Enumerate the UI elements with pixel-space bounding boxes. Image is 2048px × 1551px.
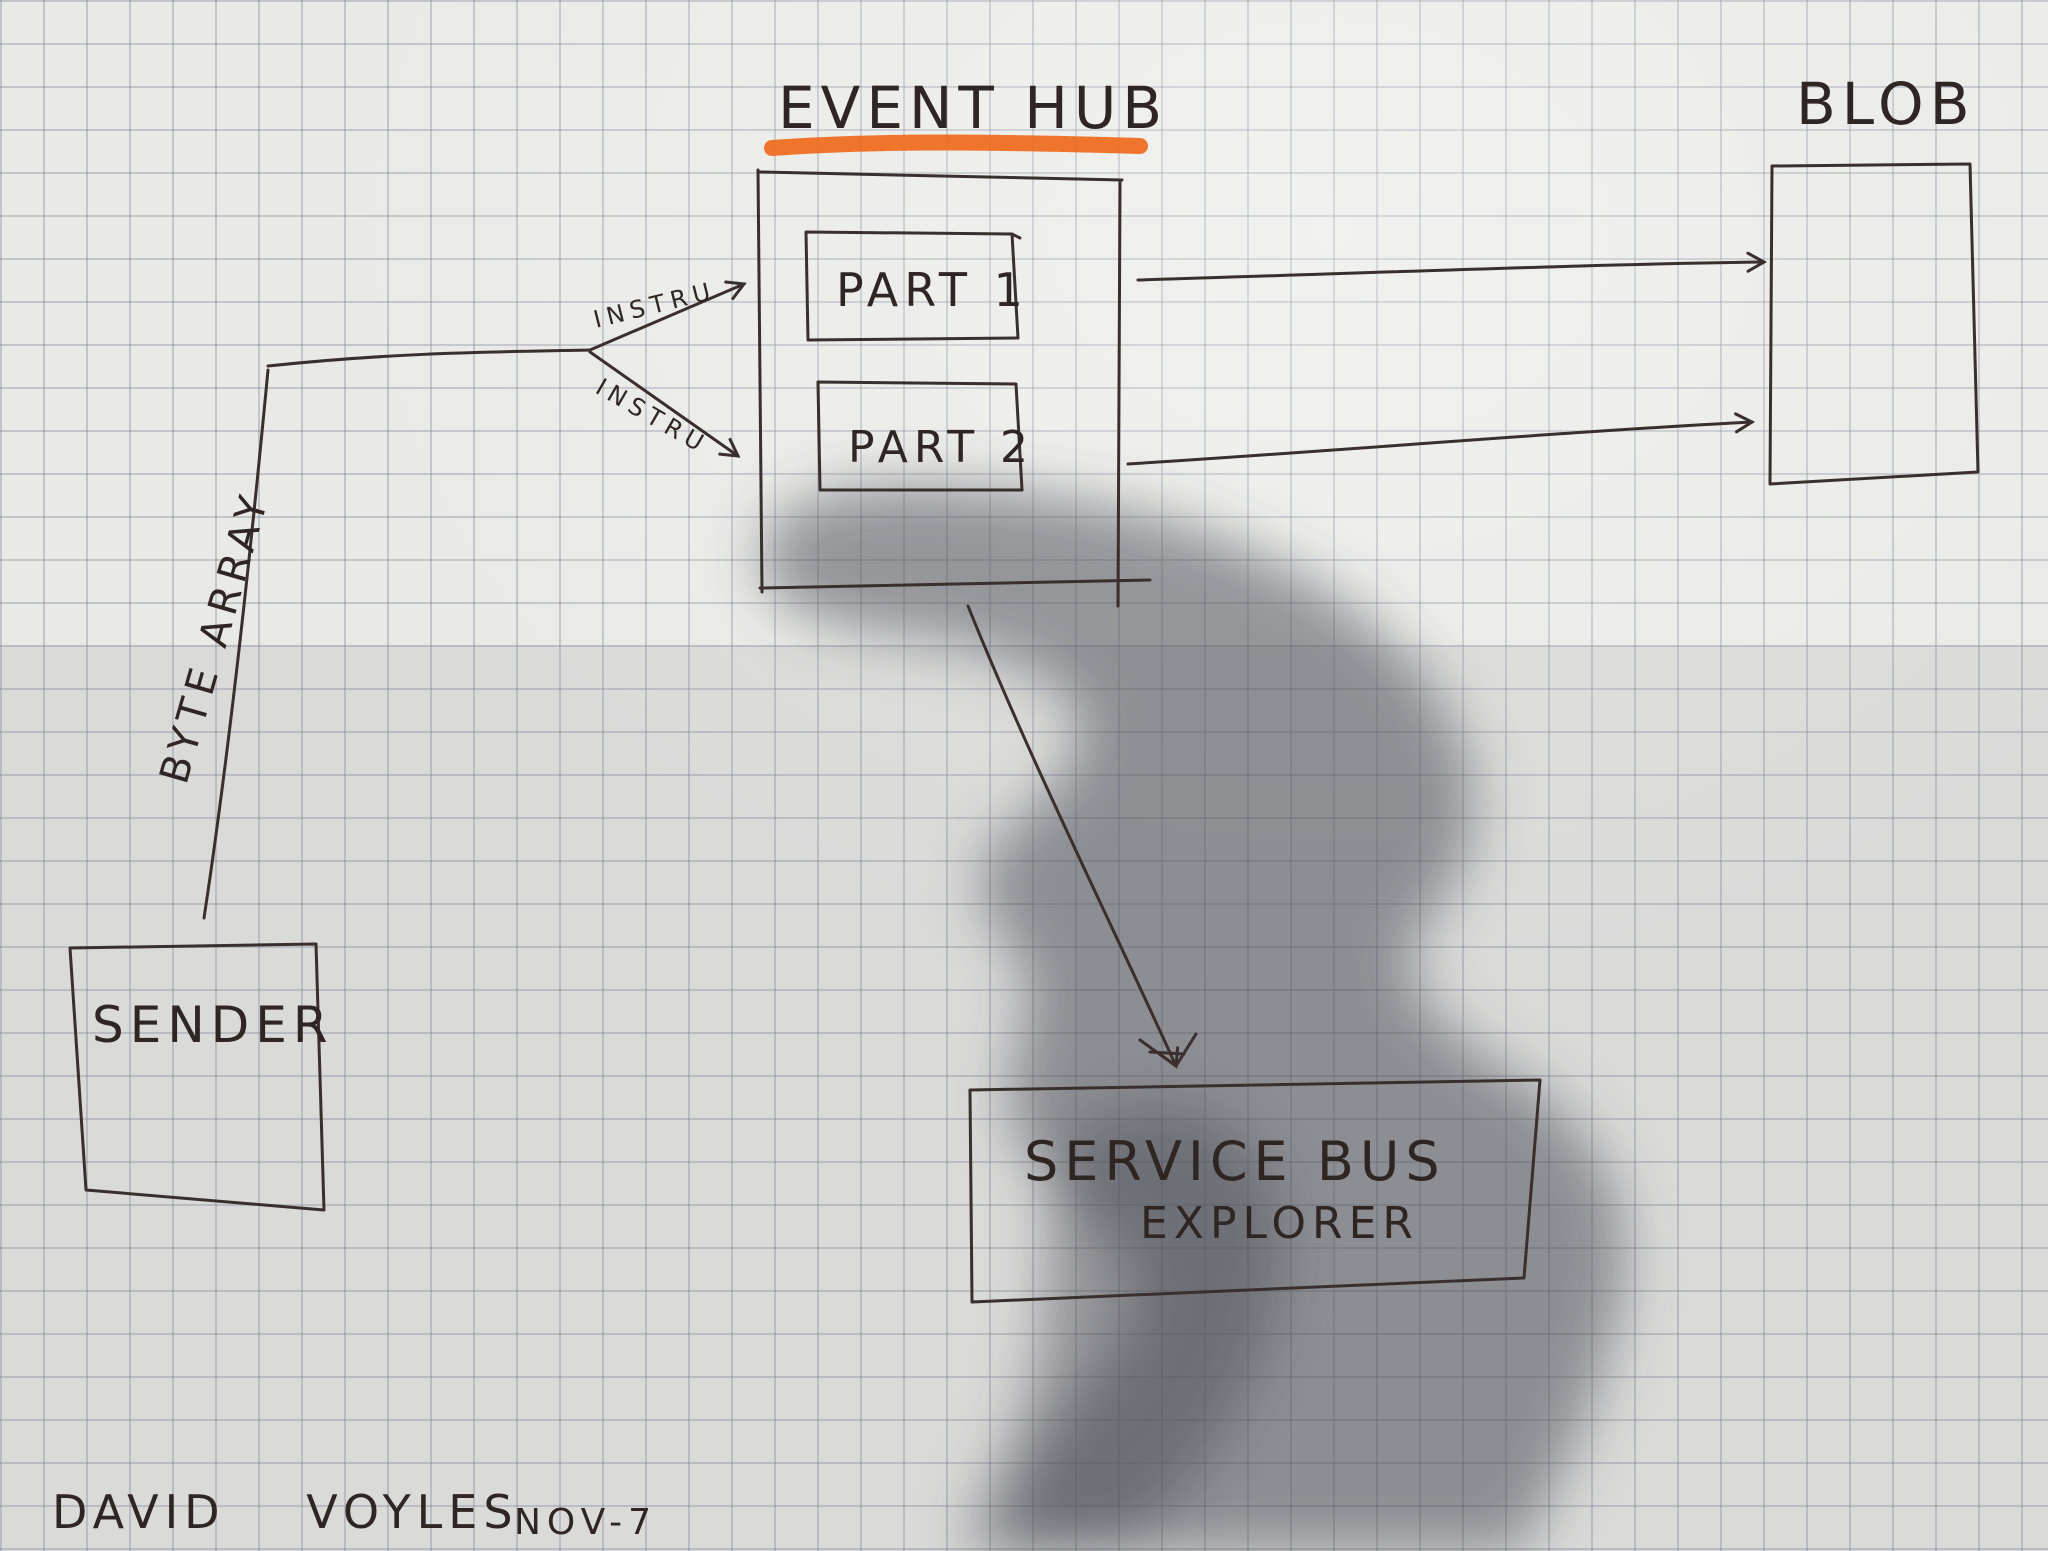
edge-to-partition-2-label: INSTRU [591, 373, 713, 460]
sender-node: SENDER [68, 942, 334, 1212]
edge-partition-1-to-blob [1136, 251, 1768, 282]
blob-node: BLOB [1768, 70, 1980, 486]
signature-date: NOV-7 [514, 1502, 657, 1543]
partition-2-box [816, 380, 1024, 492]
event-hub-title: EVENT HUB [778, 74, 1168, 142]
signature: DAVID VOYLES NOV-7 [52, 1485, 657, 1543]
partition-2-label: PART 2 [848, 422, 1034, 473]
event-hub-node: EVENT HUB [756, 74, 1168, 608]
partition-1-box [804, 230, 1022, 342]
partition-1-label: PART 1 [836, 263, 1029, 317]
edge-to-partition-1-line [588, 280, 747, 352]
edge-partition-2-to-blob [1126, 412, 1756, 466]
edge-to-partition-2: INSTRU [588, 350, 741, 460]
edge-to-partition-1-label: INSTRU [591, 276, 719, 333]
edge-hub-to-service-bus-explorer [966, 604, 1180, 1069]
service-bus-explorer-line2: EXPLORER [1140, 1198, 1419, 1249]
edge-to-partition-1: INSTRU [588, 276, 747, 352]
signature-name: DAVID VOYLES [52, 1485, 519, 1539]
edge-to-partition-2-line [588, 350, 741, 458]
blob-title: BLOB [1796, 70, 1975, 138]
partition-2-node: PART 2 [816, 380, 1034, 492]
service-bus-explorer-node: SERVICE BUS EXPLORER [968, 1078, 1542, 1304]
edge-sender-to-hub-line [202, 348, 592, 920]
service-bus-explorer-line1: SERVICE BUS [1024, 1130, 1446, 1193]
sender-box [68, 942, 326, 1212]
event-hub-box [756, 168, 1152, 608]
event-hub-highlight [764, 134, 1148, 156]
service-bus-explorer-box [968, 1078, 1542, 1304]
partition-1-node: PART 1 [804, 230, 1029, 342]
edge-sender-to-hub: BYTE ARRAY [151, 348, 592, 920]
arrowhead-scribble [1138, 1032, 1198, 1068]
sender-label: SENDER [92, 996, 334, 1054]
edge-sender-to-hub-label: BYTE ARRAY [151, 486, 278, 789]
blob-box [1768, 162, 1980, 486]
